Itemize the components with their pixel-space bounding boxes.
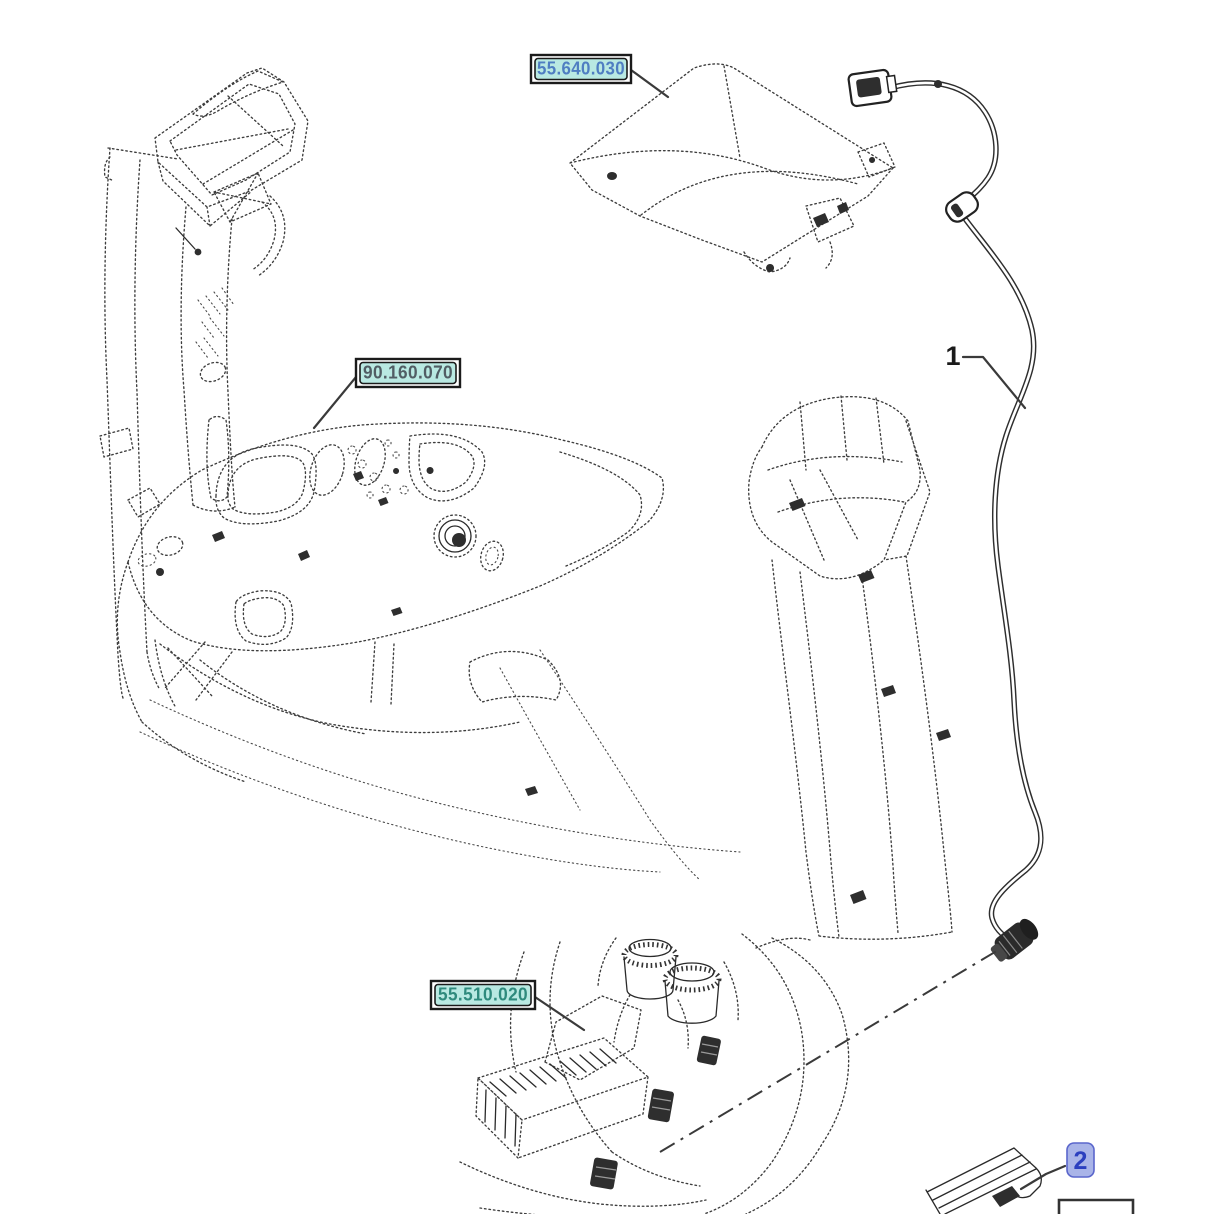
console-legs: [159, 641, 562, 735]
screw-pin: [175, 227, 196, 250]
leader-line: [961, 355, 1027, 410]
cupholder-2-top: [669, 962, 715, 982]
cupholder-2-body: [664, 980, 720, 1024]
cable-end-connector: [990, 918, 1039, 962]
socket-inner: [444, 525, 466, 547]
cupholder-2-rim: [662, 965, 722, 993]
console-clip-marks: [212, 531, 403, 616]
console-opening-large: [215, 444, 317, 525]
fusebox-artwork: [459, 933, 850, 1214]
pillar-oval-detail: [199, 361, 227, 383]
console-skirt-left: [116, 487, 247, 783]
column-dot: [156, 568, 164, 576]
socket-second: [480, 540, 504, 572]
pillar-right-cap: [748, 395, 931, 580]
cupholder-1-top: [628, 938, 672, 958]
storage-tray-outline: [154, 67, 309, 227]
harness-cable-artwork: [847, 68, 1044, 962]
part-2-dark-patch: [992, 1186, 1020, 1207]
leader-line: [312, 375, 358, 430]
column-oval-2: [137, 553, 157, 567]
callout-2[interactable]: 2: [1019, 1142, 1095, 1191]
cover-artwork: [569, 63, 896, 273]
fuse-block-outline: [475, 1037, 649, 1159]
legend-box-partial: [1057, 1198, 1135, 1214]
cover-bracket-right: [743, 142, 896, 273]
cable-grommet: [945, 191, 979, 223]
console-button-marks: [353, 467, 434, 506]
callout-1[interactable]: 1: [945, 341, 1027, 410]
cover-knob: [607, 172, 617, 180]
pillar-left-body: [180, 206, 236, 512]
socket-second-inner: [485, 546, 499, 566]
leader-line: [629, 68, 670, 99]
socket-outer-ring: [433, 514, 477, 558]
part-number-text: 90.160.070: [363, 362, 453, 383]
label-highlight: [534, 57, 628, 81]
pillar-thin-left: [99, 147, 179, 701]
part-label-55-510-020[interactable]: 55.510.020: [429, 979, 586, 1032]
socket-plug: [452, 533, 466, 547]
console-artwork: [116, 422, 741, 881]
label-highlight: [434, 983, 532, 1007]
part-2-artwork: [925, 1147, 1042, 1214]
console-opening-lower: [234, 590, 294, 646]
console-outline: [127, 422, 665, 652]
fusebox-connectors: [590, 1035, 721, 1190]
leader-line: [533, 995, 586, 1032]
console-slot-2: [354, 438, 386, 486]
cupholder-1-rim: [621, 942, 679, 968]
part-label-55-640-030[interactable]: 55.640.030: [529, 53, 670, 99]
floor-clip-mark: [525, 786, 538, 796]
fusebox-straps: [459, 933, 850, 1214]
console-opening-triangular: [408, 433, 486, 502]
console-buttons: [347, 439, 409, 499]
pillar-right-body: [771, 555, 953, 940]
leader-line: [1019, 1164, 1067, 1191]
cable-tape-mark: [934, 80, 942, 88]
floor-sweep-lines: [139, 649, 741, 881]
callout-1-number: 1: [945, 341, 960, 371]
callout-2-number: 2: [1074, 1147, 1088, 1175]
pillar-left-artwork: [99, 67, 309, 701]
cupholder-1-body: [623, 956, 677, 1000]
part-number-text: 55.640.030: [537, 58, 625, 79]
part-number-text: 55.510.020: [438, 984, 528, 1005]
column-oval-1: [156, 536, 184, 556]
pillar-right-clips: [789, 498, 951, 904]
tray-bracket: [213, 172, 286, 277]
label-highlight: [359, 361, 457, 385]
part-2-ribs: [925, 1147, 1042, 1214]
pillar-hatch-detail: [195, 287, 235, 359]
socket-ring: [438, 519, 472, 553]
part-label-90-160-070[interactable]: 90.160.070: [312, 357, 462, 430]
cable-plug-connector: [847, 68, 898, 108]
fuse-hatch: [484, 1048, 617, 1147]
console-slot-1: [309, 444, 345, 496]
cover-outline: [569, 63, 894, 263]
screw-head: [194, 248, 202, 256]
cup-stems: [597, 937, 811, 1049]
fusebox-panel: [544, 995, 642, 1081]
callout-2-highlight: [1066, 1142, 1095, 1178]
pillar-right-artwork: [748, 395, 953, 940]
